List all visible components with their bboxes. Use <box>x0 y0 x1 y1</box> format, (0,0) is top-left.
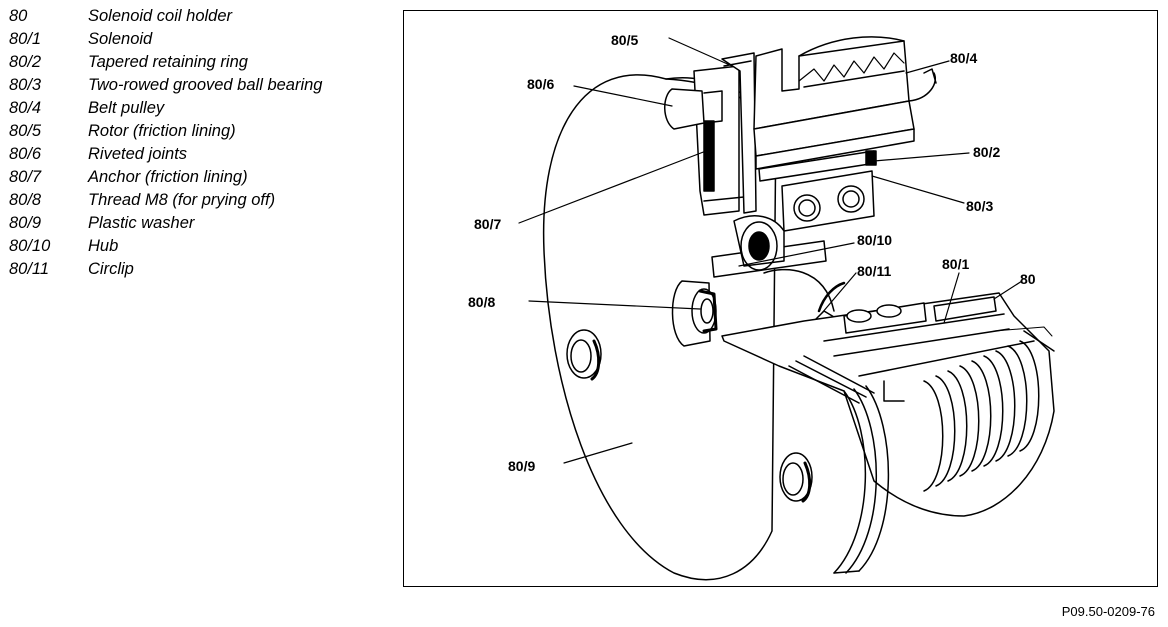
callout-80-6: 80/6 <box>527 76 554 92</box>
callout-80-11: 80/11 <box>857 263 891 279</box>
legend-code: 80 <box>9 7 28 25</box>
rivet <box>782 462 804 496</box>
legend-code: 80/3 <box>9 76 42 94</box>
legend-desc: Two-rowed grooved ball bearing <box>88 76 323 94</box>
leader-80-1 <box>943 272 960 324</box>
legend-code: 80/6 <box>9 145 42 163</box>
leader-80-9 <box>563 442 633 464</box>
leader-80-11 <box>821 272 857 314</box>
legend-desc: Hub <box>88 237 119 255</box>
legend-row: 80/10 Hub <box>9 235 389 258</box>
callout-80-8: 80/8 <box>468 294 495 310</box>
legend-desc: Solenoid <box>88 30 153 48</box>
legend-row: 80/5 Rotor (friction lining) <box>9 120 389 143</box>
legend-code: 80/2 <box>9 53 42 71</box>
legend-row: 80/8 Thread M8 (for prying off) <box>9 189 389 212</box>
rivet-shade <box>590 339 601 381</box>
leader-80-6 <box>573 85 673 107</box>
callout-labels: 80/5 80/6 80/4 80/2 80/3 80/7 80/10 80/1… <box>468 32 1036 474</box>
legend-desc: Riveted joints <box>88 145 188 163</box>
legend-code: 80/1 <box>9 30 42 48</box>
legend-desc: Circlip <box>88 260 134 278</box>
legend-code: 80/8 <box>9 191 42 209</box>
legend-desc: Plastic washer <box>88 214 195 232</box>
callout-80-7: 80/7 <box>474 216 501 232</box>
upper-section <box>664 36 937 312</box>
leader-lines <box>518 37 1023 464</box>
legend-code: 80/9 <box>9 214 42 232</box>
rivet-bumps <box>566 329 813 503</box>
plastic-washer <box>542 74 777 581</box>
legend-row: 80/4 Belt pulley <box>9 97 389 120</box>
legend-desc: Tapered retaining ring <box>88 53 248 71</box>
leader-80-8 <box>528 300 701 310</box>
leader-80-4 <box>905 60 950 74</box>
washer-rim <box>833 385 890 574</box>
legend-desc: Thread M8 (for prying off) <box>88 191 276 209</box>
leader-80-10 <box>738 242 855 267</box>
callout-80-9: 80/9 <box>508 458 535 474</box>
leader-80-3 <box>871 175 965 204</box>
callout-80-5: 80/5 <box>611 32 638 48</box>
diagram-frame: 80/5 80/6 80/4 80/2 80/3 80/7 80/10 80/1… <box>403 10 1158 587</box>
legend-row: 80/7 Anchor (friction lining) <box>9 166 389 189</box>
legend-row: 80/2 Tapered retaining ring <box>9 51 389 74</box>
legend-row: 80/11 Circlip <box>9 258 389 281</box>
legend-code: 80/7 <box>9 168 42 186</box>
legend-row: 80/3 Two-rowed grooved ball bearing <box>9 74 389 97</box>
legend-desc: Rotor (friction lining) <box>88 122 236 140</box>
callout-80: 80 <box>1020 271 1036 287</box>
leader-80 <box>993 280 1023 300</box>
callout-80-4: 80/4 <box>950 50 977 66</box>
legend-row: 80/9 Plastic washer <box>9 212 389 235</box>
leader-80-5 <box>668 37 733 67</box>
legend-row: 80 Solenoid coil holder <box>9 5 389 28</box>
rivet-shade <box>801 461 812 503</box>
leader-80-7 <box>518 150 707 224</box>
callout-80-1: 80/1 <box>942 256 969 272</box>
callout-80-2: 80/2 <box>973 144 1000 160</box>
solenoid-housing <box>721 292 1055 517</box>
thread-m8 <box>671 280 718 347</box>
legend-code: 80/10 <box>9 237 51 255</box>
legend-row: 80/1 Solenoid <box>9 28 389 51</box>
legend-desc: Solenoid coil holder <box>88 7 233 25</box>
callout-80-3: 80/3 <box>966 198 993 214</box>
figure-reference: P09.50-0209-76 <box>1061 604 1155 619</box>
legend-desc: Belt pulley <box>88 99 165 117</box>
legend-code: 80/5 <box>9 122 42 140</box>
legend-code: 80/4 <box>9 99 42 117</box>
rivet <box>570 339 592 373</box>
legend-desc: Anchor (friction lining) <box>88 168 248 186</box>
callout-80-10: 80/10 <box>857 232 892 248</box>
compressor-clutch-illustration: 80/5 80/6 80/4 80/2 80/3 80/7 80/10 80/1… <box>468 32 1055 581</box>
leader-80-2 <box>873 152 970 162</box>
legend-code: 80/11 <box>9 260 50 278</box>
legend-row: 80/6 Riveted joints <box>9 143 389 166</box>
parts-legend: 80 Solenoid coil holder 80/1 Solenoid 80/2… <box>9 5 389 281</box>
